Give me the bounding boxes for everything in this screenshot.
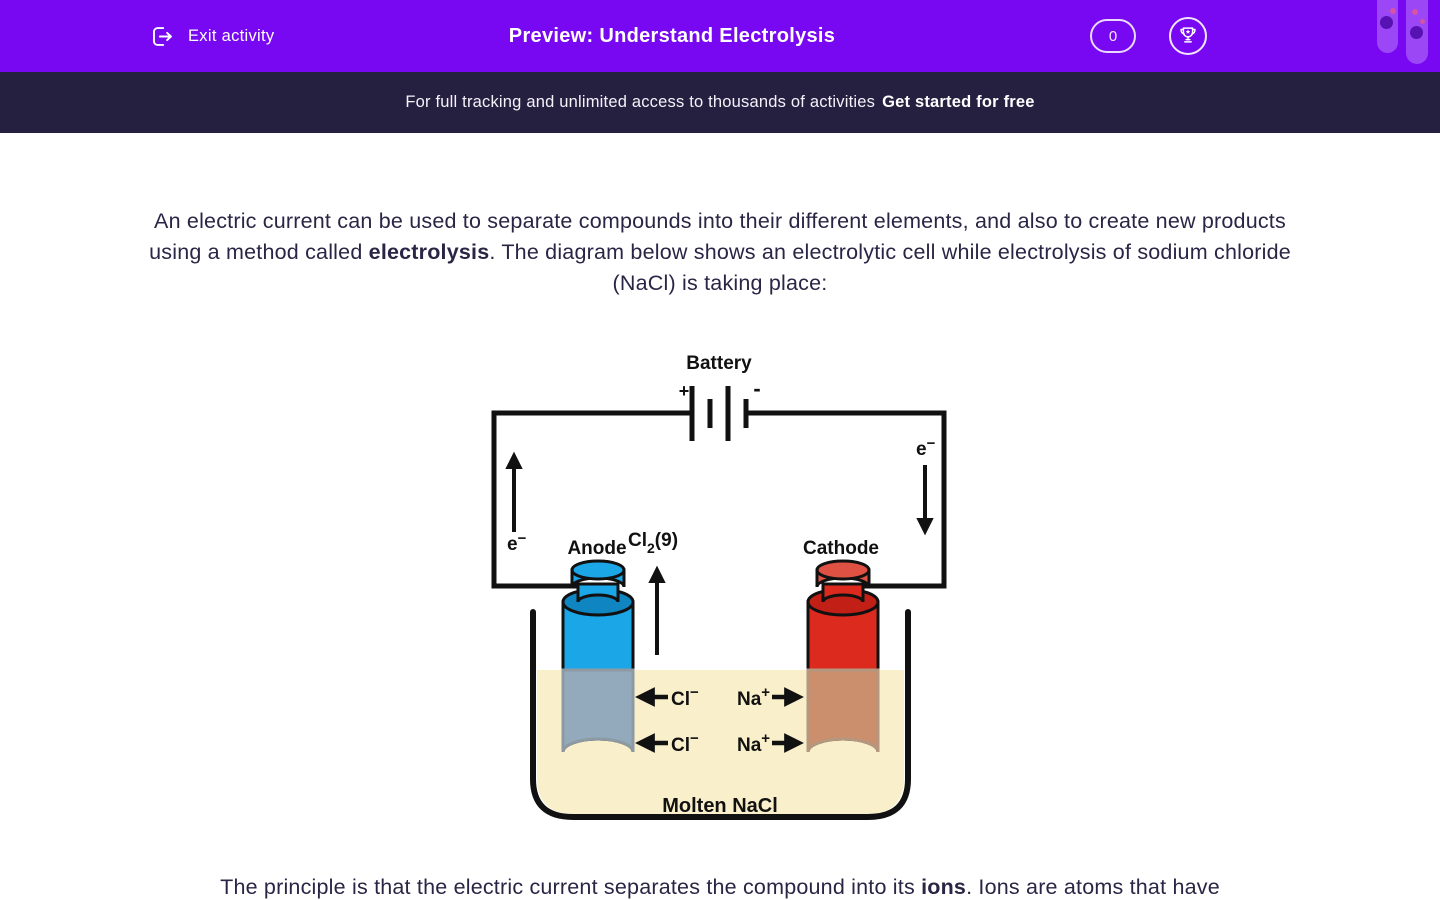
tube-dark-bubble [1410,26,1423,39]
chloride-ion-label-2: Cl− [671,730,699,756]
sodium-ion-label-1: Na+ [737,684,770,710]
anode-submerged [561,668,635,753]
exit-activity-label: Exit activity [188,26,275,45]
tube-pink-dot [1412,9,1418,15]
electron-label-right: e− [916,435,936,460]
app-header: Exit activity Preview: Understand Electr… [0,0,1440,72]
score-value: 0 [1108,27,1118,45]
intro-bold-electrolysis: electrolysis [368,240,490,264]
cathode-label: Cathode [803,538,879,559]
electron-label-left: e− [507,530,527,555]
promo-banner: For full tracking and unlimited access t… [0,72,1440,133]
anode-label: Anode [567,538,626,559]
cathode-neck [821,582,865,603]
tube-pink-dot [1420,19,1425,24]
principle-paragraph: The principle is that the electric curre… [80,872,1360,900]
trophy-icon [1177,24,1199,49]
test-tube-decoration-2 [1406,0,1428,64]
tube-dark-bubble [1380,16,1393,29]
anode-cap-top [570,559,626,581]
promo-text: For full tracking and unlimited access t… [405,93,876,111]
header-actions: 0 [1090,0,1207,72]
principle-seg1: The principle is that the electric curre… [220,875,922,899]
beaker [530,609,911,820]
intro-paragraph: An electric current can be used to separ… [140,206,1300,299]
circuit-wire-right [746,410,947,589]
principle-seg3: . Ions are atoms that have [966,875,1220,899]
anode-electrode [561,559,635,753]
tube-pink-dot [1390,8,1396,14]
page-title: Preview: Understand Electrolysis [508,24,836,47]
chloride-ion-label-1: Cl− [671,684,699,710]
test-tube-decoration-1 [1377,0,1398,53]
score-badge: 0 [1090,19,1136,53]
cathode-submerged [806,668,880,753]
electrolysis-diagram: Battery + - e− e− Anode Cathode Cl2(9) C… [491,353,947,820]
principle-bold-ions: ions [921,875,967,899]
cathode-electrode [806,559,880,753]
battery-symbol [689,386,749,441]
sodium-ion-label-2: Na+ [737,730,770,756]
molten-nacl-label: Molten NaCl [662,795,778,817]
intro-seg1: An electric current can be used to separ… [149,209,1286,264]
intro-seg3: . The diagram below shows an electrolyti… [489,240,1291,295]
chlorine-gas-label: Cl2(9) [628,530,678,556]
cathode-cap-top [815,559,871,581]
battery-label: Battery [686,353,752,374]
trophy-button[interactable] [1169,17,1207,55]
exit-icon [148,23,175,50]
battery-minus: - [753,376,760,401]
get-started-link[interactable]: Get started for free [882,93,1035,111]
exit-activity-button[interactable]: Exit activity [148,0,274,72]
circuit-wire-left [491,410,692,589]
anode-neck [576,582,620,603]
battery-plus: + [679,381,690,401]
